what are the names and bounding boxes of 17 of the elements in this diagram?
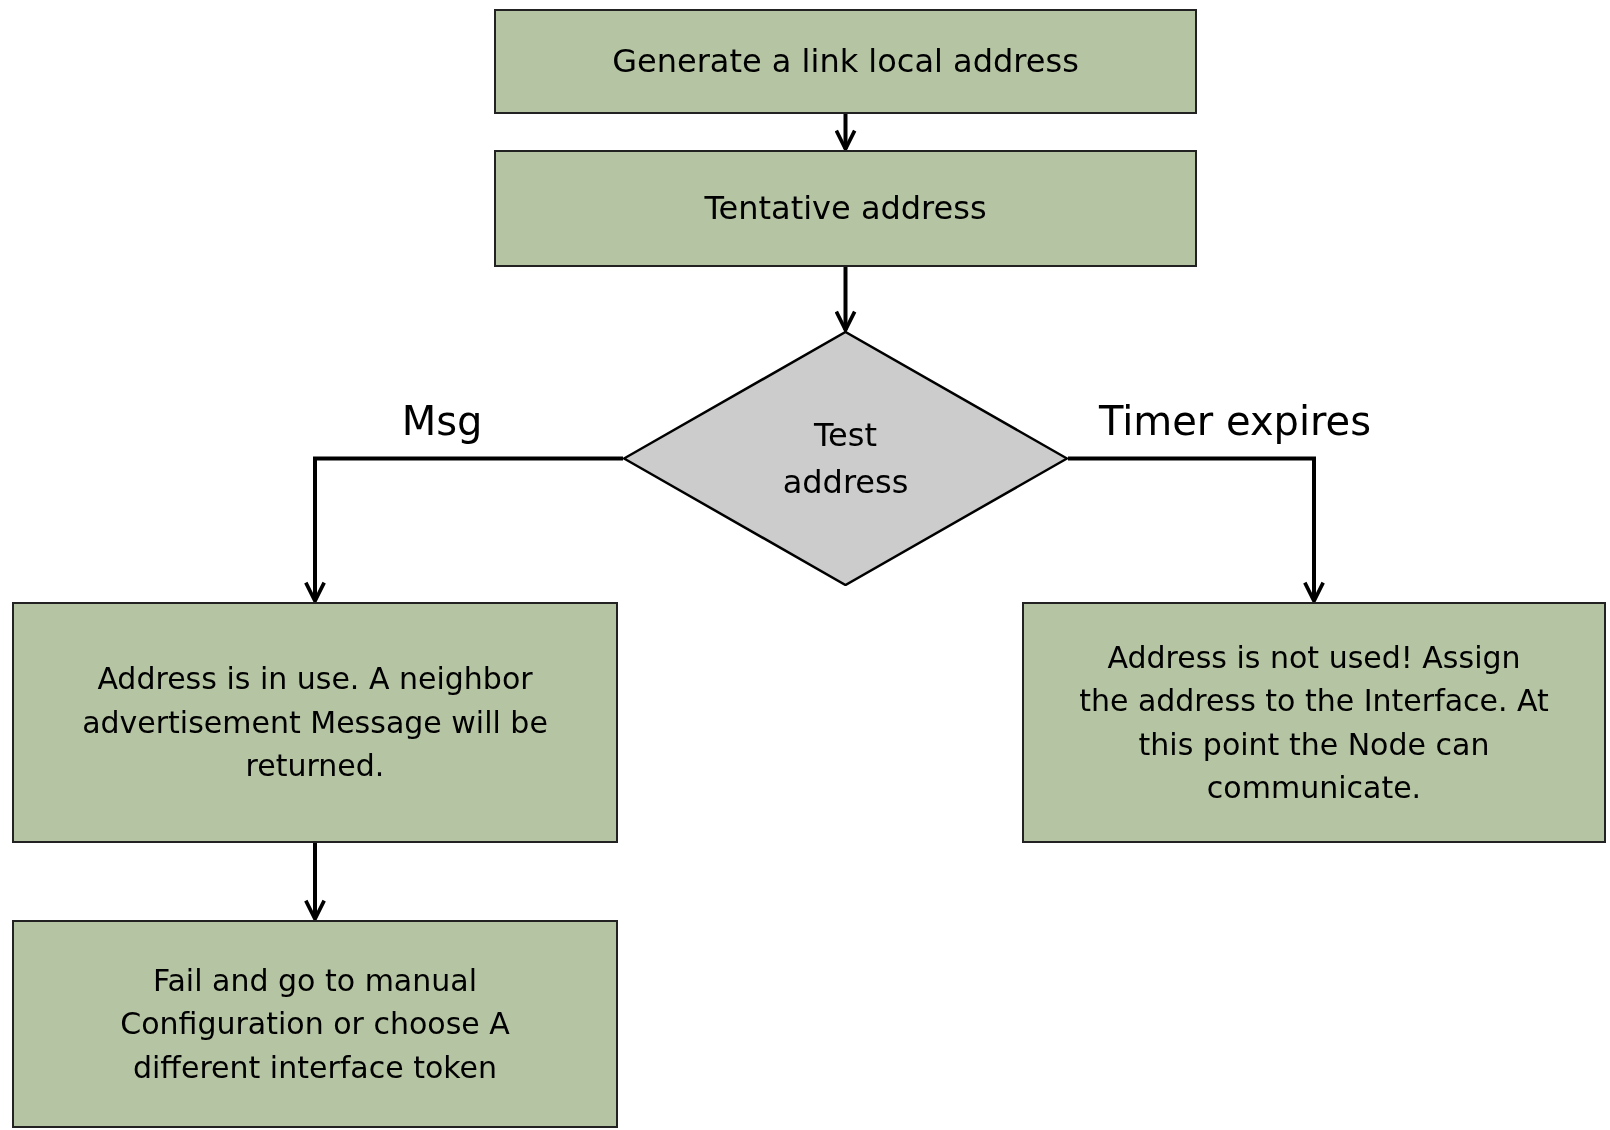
arrow (304, 843, 326, 921)
decision-diamond (623, 331, 1068, 586)
arrow (834, 267, 857, 332)
process-box (494, 9, 1197, 114)
node-label: Tentative address (704, 188, 987, 230)
arrow (304, 456, 623, 603)
arrow (834, 114, 857, 151)
process-box (12, 602, 618, 843)
node-label: Test address (781, 415, 910, 503)
node-label: Address is in use. A neighbor advertisement Message will be returned. (81, 660, 549, 786)
arrow (1068, 456, 1325, 603)
node-label: Fail and go to manual Configuration or choose A different interface token (119, 961, 511, 1087)
process-box (494, 150, 1197, 267)
node-label: Generate a link local address (612, 41, 1079, 83)
process-box (12, 920, 618, 1128)
process-box (1022, 602, 1606, 843)
node-label: Address is not used! Assign the address to the Interface. At this point the Node can communicate. (1079, 638, 1549, 807)
